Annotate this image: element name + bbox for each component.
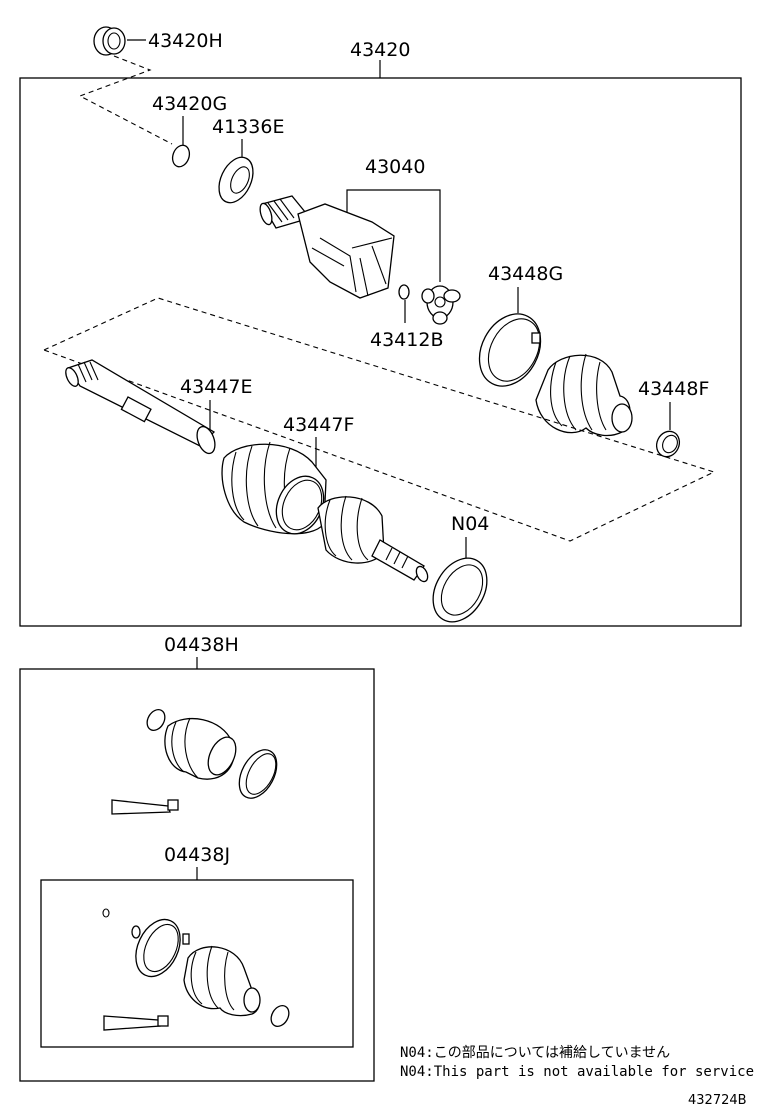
diagram-code: 432724B [688, 1093, 747, 1108]
outboard-boot [317, 495, 429, 583]
note-english: N04:This part is not available for servi… [400, 1064, 754, 1080]
kit-h-parts [111, 709, 278, 815]
label-43448g: 43448G [488, 263, 563, 285]
inboard-boot [221, 441, 327, 535]
label-43447e: 43447E [180, 376, 252, 398]
kit-j-parts [102, 908, 290, 1031]
label-43420: 43420 [350, 39, 410, 61]
kit-box-04438h [19, 668, 375, 1082]
label-43447f: 43447F [283, 414, 354, 436]
label-43420h: 43420H [148, 30, 223, 52]
label-43420g: 43420G [152, 93, 227, 115]
label-04438h: 04438H [164, 634, 239, 656]
label-n04: N04 [451, 513, 489, 535]
snap-ring-43420g [171, 144, 191, 168]
boot-clamp-43448f [655, 430, 681, 458]
snap-ring-43412b [398, 284, 410, 300]
note-japanese: N04:この部品については補給していません [400, 1045, 670, 1061]
drive-shaft [65, 359, 216, 455]
label-43412b: 43412B [370, 329, 443, 351]
seal-ring-n04 [432, 557, 488, 623]
boot-clamp-43448g [478, 313, 542, 387]
label-04438j: 04438J [164, 844, 230, 866]
label-43448f: 43448F [638, 378, 709, 400]
dust-deflector-41336e [218, 156, 254, 204]
label-41336e: 41336E [212, 116, 284, 138]
kit-box-04438j [40, 879, 354, 1048]
label-43040: 43040 [365, 156, 425, 178]
cv-boot [535, 353, 633, 437]
tripod-joint [421, 285, 461, 325]
cv-joint-housing-43040 [259, 195, 395, 299]
oil-seal-43420h [93, 26, 126, 56]
